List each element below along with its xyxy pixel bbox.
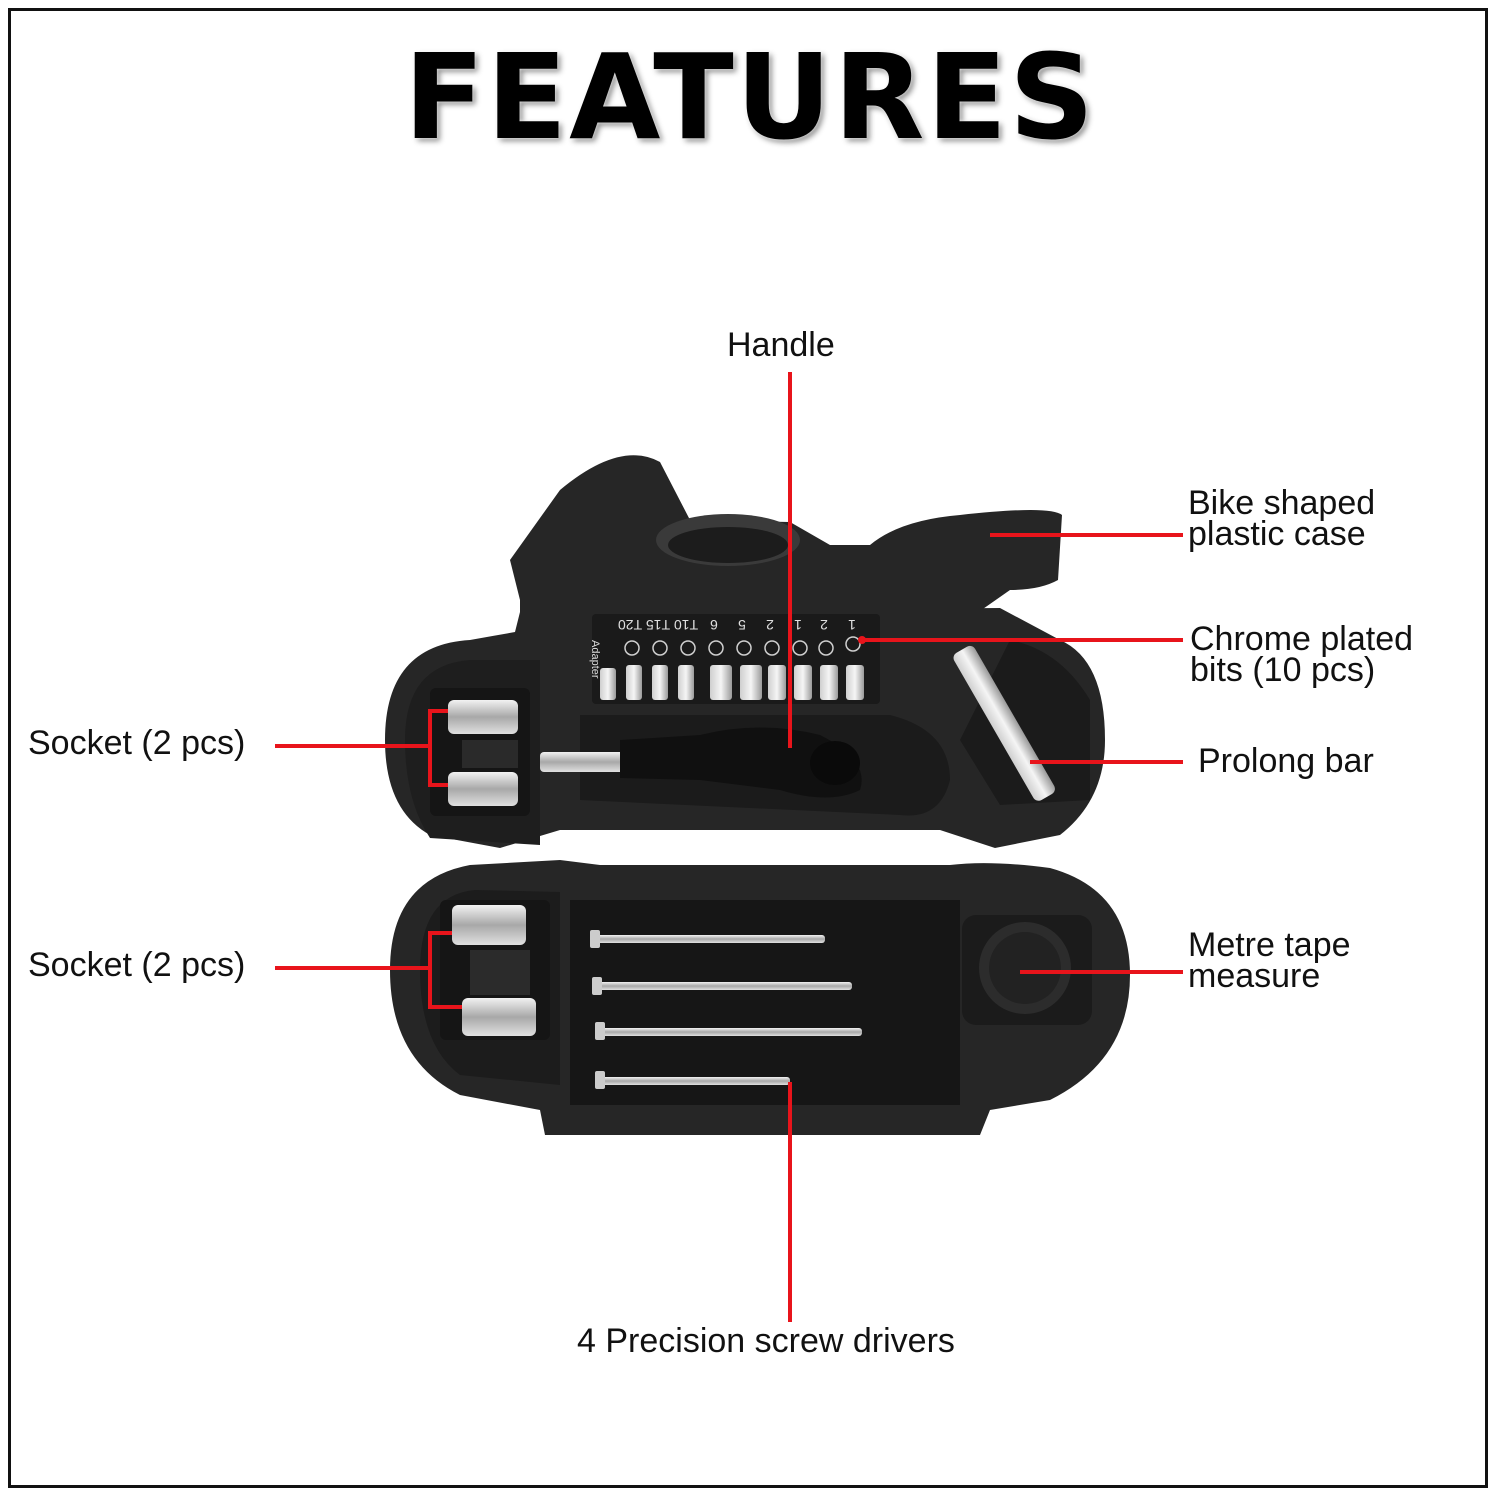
label-bike-case-line1: Bike shaped xyxy=(1188,484,1376,522)
socket-bottom-2 xyxy=(462,998,536,1036)
label-handle-text: Handle xyxy=(727,326,835,364)
precision-screwdrivers xyxy=(590,930,862,1089)
label-tape-measure: Metre tape measure xyxy=(1188,926,1351,995)
bit-label: T20 xyxy=(618,617,642,633)
callout-bracket-socket-top xyxy=(428,709,448,787)
socket-top-2 xyxy=(448,772,518,806)
label-bits-line1: Chrome plated xyxy=(1190,620,1414,658)
label-screwdrivers-text: 4 Precision screw drivers xyxy=(577,1322,955,1360)
label-handle: Handle xyxy=(727,326,835,364)
label-prolong-bar: Prolong bar xyxy=(1198,742,1374,780)
bit-label: 1 xyxy=(848,617,856,633)
bit-label: T15 xyxy=(646,617,670,633)
top-tray: Adapter T20 T15 T10 6 5 2 1 2 1 xyxy=(385,608,1105,848)
bit-label: 1 xyxy=(794,617,802,633)
label-screwdrivers: 4 Precision screw drivers xyxy=(577,1322,955,1360)
bit-label: 6 xyxy=(710,617,718,633)
image-frame xyxy=(8,8,1488,1488)
bit-label: 2 xyxy=(766,617,774,633)
bit-label: T10 xyxy=(674,617,698,633)
label-bits-line2: bits (10 pcs) xyxy=(1190,651,1376,689)
bit-label: 5 xyxy=(738,617,746,633)
callout-bracket-socket-bottom xyxy=(428,931,462,1009)
bottom-tray xyxy=(390,860,1130,1135)
label-bike-case-line2: plastic case xyxy=(1188,515,1366,553)
bit-adapter-label: Adapter xyxy=(589,640,601,679)
label-socket-bottom: Socket (2 pcs) xyxy=(28,946,246,984)
label-socket-bottom-text: Socket (2 pcs) xyxy=(28,946,246,984)
bit-label: 2 xyxy=(820,617,828,633)
label-bike-case: Bike shaped plastic case xyxy=(1188,484,1376,553)
label-tape-line2: measure xyxy=(1188,957,1321,995)
label-bits: Chrome plated bits (10 pcs) xyxy=(1190,620,1414,689)
screwdriver-handle xyxy=(540,715,950,816)
label-socket-top-text: Socket (2 pcs) xyxy=(28,724,246,762)
bike-shaped-lid xyxy=(510,455,1062,632)
label-tape-line1: Metre tape xyxy=(1188,926,1351,964)
label-socket-top: Socket (2 pcs) xyxy=(28,724,246,762)
socket-bottom-1 xyxy=(452,905,526,945)
socket-top-1 xyxy=(448,700,518,734)
label-prolong-bar-text: Prolong bar xyxy=(1198,742,1374,780)
page-title: FEATURES xyxy=(403,28,1097,166)
callout-lines xyxy=(275,372,1183,1322)
